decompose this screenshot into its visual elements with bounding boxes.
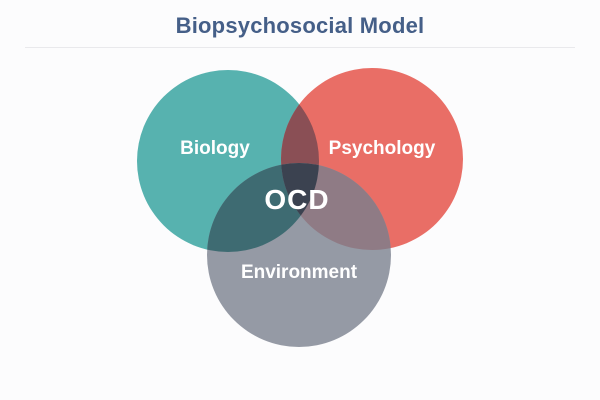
center-ocd-label: OCD xyxy=(264,184,329,215)
page-header: Biopsychosocial Model xyxy=(0,0,600,39)
psychology-label: Psychology xyxy=(329,138,436,159)
environment-label: Environment xyxy=(241,262,358,283)
biology-label: Biology xyxy=(180,138,250,159)
biology-environment-overlap xyxy=(207,163,319,252)
header-divider xyxy=(25,47,575,48)
page-title: Biopsychosocial Model xyxy=(175,13,425,38)
psychology-environment-overlap xyxy=(281,163,391,250)
